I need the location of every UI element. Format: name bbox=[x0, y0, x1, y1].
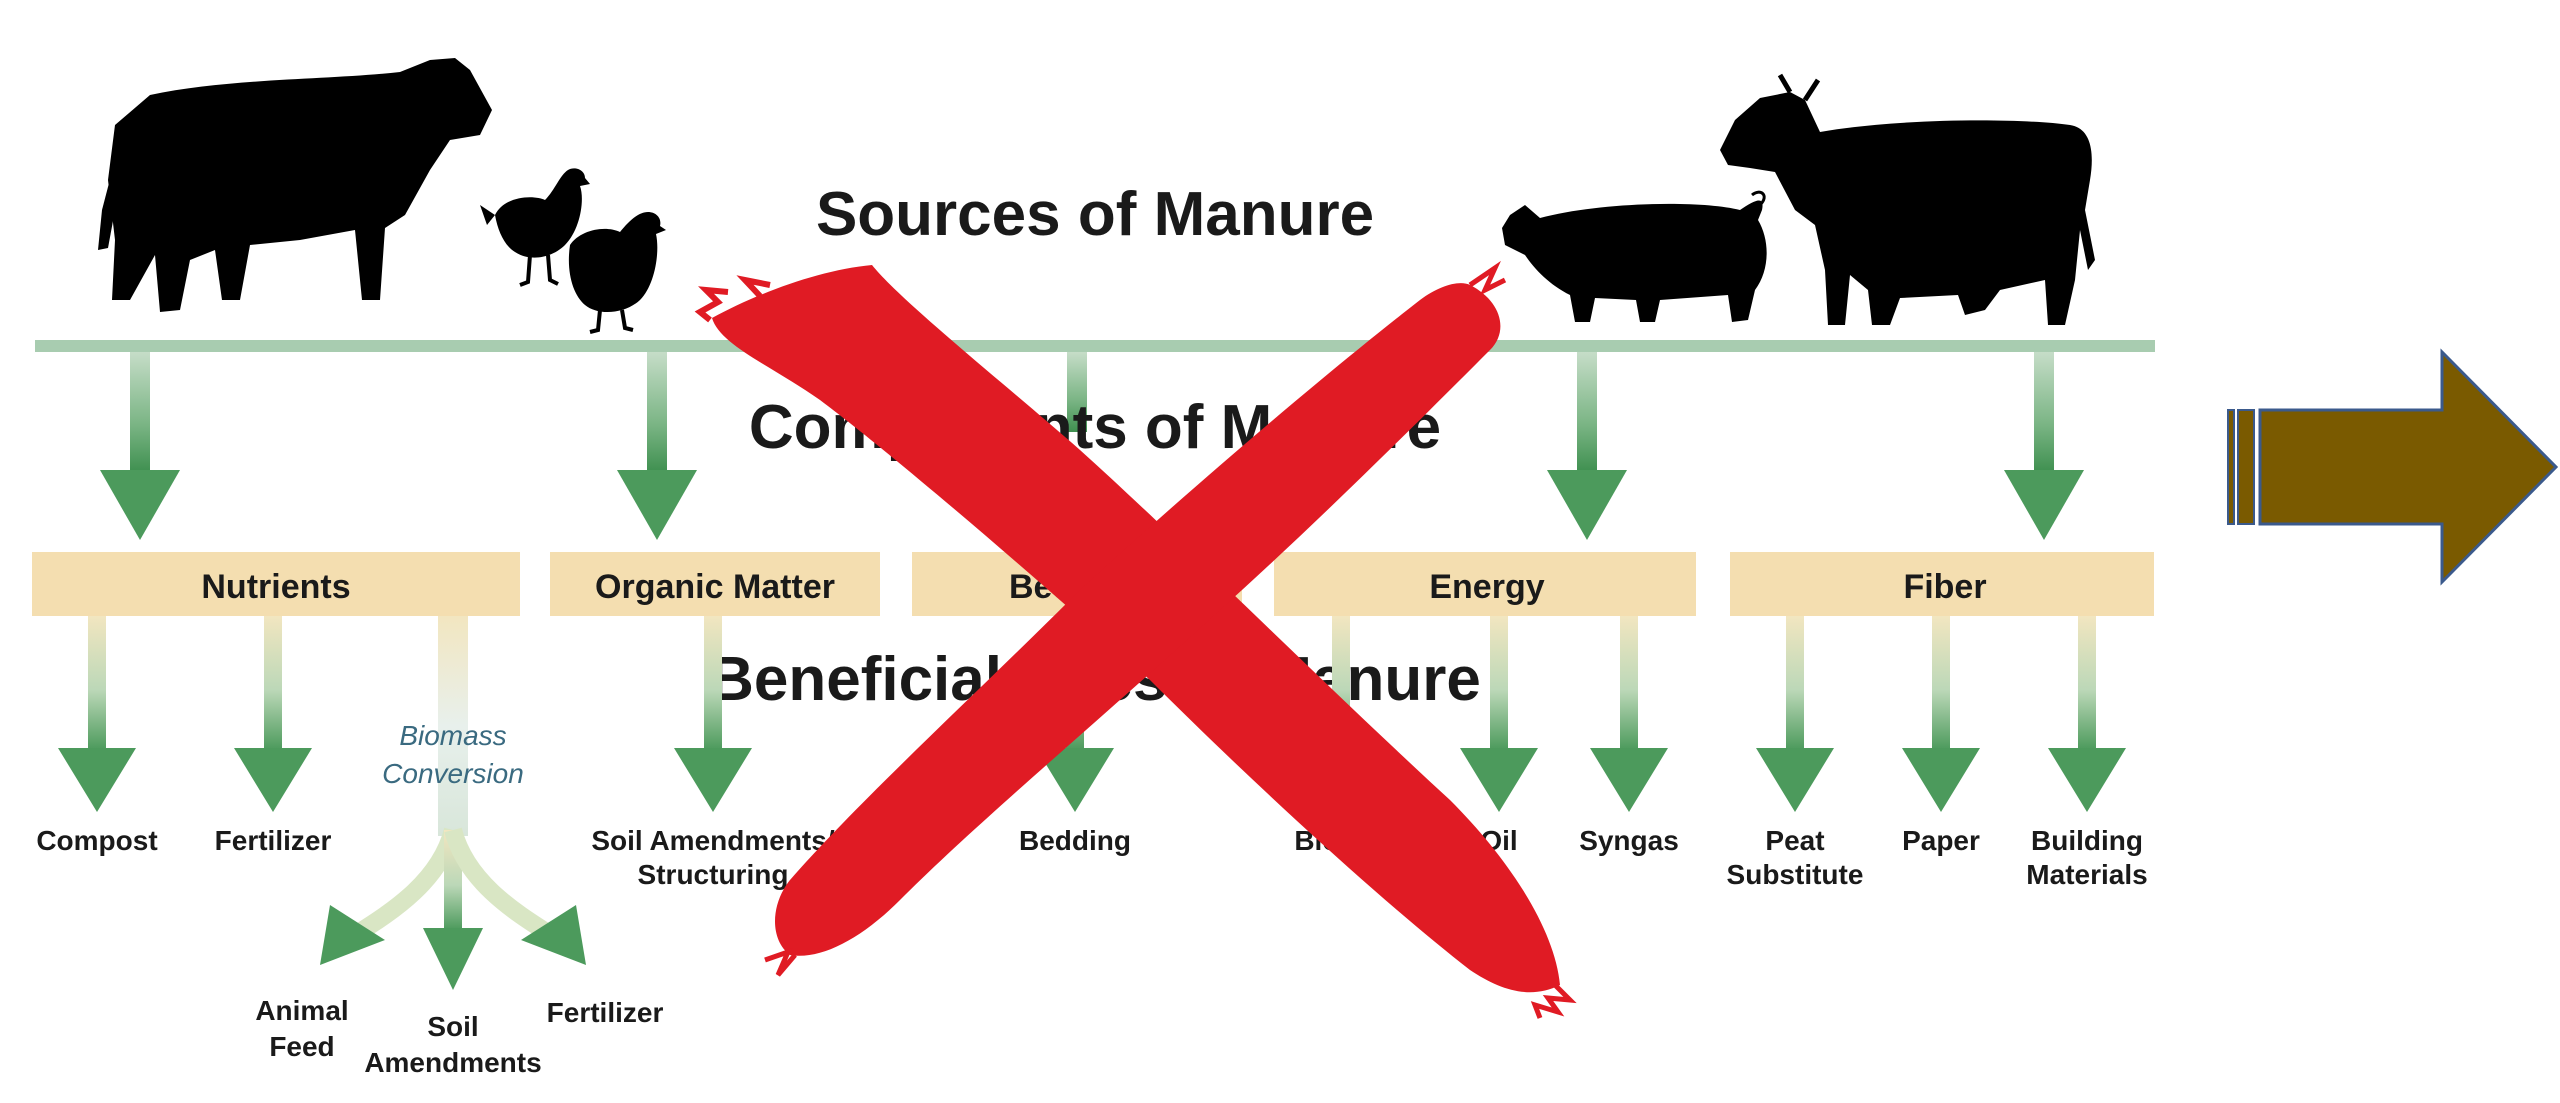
use-label-soil-amend-struct-2: Structuring bbox=[638, 859, 789, 890]
use-label-paper: Paper bbox=[1902, 825, 1980, 856]
source-arrow-bedding bbox=[1067, 352, 1087, 432]
use-label-compost: Compost bbox=[36, 825, 157, 856]
use-arrow-soil-amend-struct bbox=[674, 616, 752, 812]
svg-text:Biomass: Biomass bbox=[399, 720, 506, 751]
category-fiber: Fiber bbox=[1730, 552, 2154, 616]
source-arrows bbox=[100, 352, 2084, 540]
use-label-soil-amend-struct-1: Soil Amendments/ bbox=[591, 825, 834, 856]
chicken-1-silhouette bbox=[480, 168, 590, 287]
use-label-syngas: Syngas bbox=[1579, 825, 1679, 856]
use-label-fertilizer-2: Fertilizer bbox=[547, 997, 664, 1028]
use-label-peat-2: Substitute bbox=[1727, 859, 1864, 890]
use-arrow-paper bbox=[1902, 616, 1980, 812]
svg-text:Conversion: Conversion bbox=[382, 758, 524, 789]
category-label-energy: Energy bbox=[1429, 568, 1544, 606]
source-arrow-energy bbox=[1547, 352, 1627, 540]
sources-title: Sources of Manure bbox=[816, 180, 1374, 249]
use-label-soil-1: Soil bbox=[427, 1011, 478, 1042]
use-arrow-syngas bbox=[1590, 616, 1668, 812]
use-arrow-biomass-stem bbox=[438, 616, 468, 836]
use-label-building-2: Materials bbox=[2026, 859, 2147, 890]
category-label-organic-matter: Organic Matter bbox=[595, 568, 835, 606]
biomass-branches bbox=[320, 827, 586, 990]
category-label-nutrients: Nutrients bbox=[201, 568, 350, 606]
biomass-conversion-label: Biomass Conversion bbox=[382, 720, 524, 789]
category-energy: Energy bbox=[1274, 552, 1696, 616]
category-bars: Nutrients Organic Matter Bedding Energy … bbox=[32, 552, 2154, 616]
category-organic-matter: Organic Matter bbox=[550, 552, 880, 616]
source-arrow-organic-matter bbox=[617, 352, 697, 540]
red-x-overlay bbox=[694, 260, 1577, 1019]
use-arrow-compost bbox=[58, 616, 136, 812]
use-label-peat-1: Peat bbox=[1765, 825, 1824, 856]
use-label-fertilizer: Fertilizer bbox=[215, 825, 332, 856]
category-label-fiber: Fiber bbox=[1903, 568, 1986, 606]
use-arrow-fertilizer bbox=[234, 616, 312, 812]
use-label-animal-feed-2: Feed bbox=[269, 1031, 334, 1062]
use-label-soil-2: Amendments bbox=[364, 1047, 541, 1078]
next-arrow-icon bbox=[2227, 348, 2559, 586]
use-labels: Compost Fertilizer Soil Amendments/ Stru… bbox=[36, 825, 2147, 1078]
dairy-cow-silhouette bbox=[1720, 73, 2095, 325]
beef-cow-silhouette bbox=[98, 58, 492, 312]
chicken-2-silhouette bbox=[568, 212, 666, 334]
use-arrow-oil bbox=[1460, 616, 1538, 812]
source-arrow-fiber bbox=[2004, 352, 2084, 540]
source-line bbox=[35, 340, 2155, 352]
use-arrow-building bbox=[2048, 616, 2126, 812]
use-label-animal-feed-1: Animal bbox=[255, 995, 348, 1026]
use-label-bedding: Bedding bbox=[1019, 825, 1131, 856]
source-arrow-nutrients bbox=[100, 352, 180, 540]
pig-silhouette bbox=[1502, 190, 1767, 322]
use-arrow-peat bbox=[1756, 616, 1834, 812]
category-nutrients: Nutrients bbox=[32, 552, 520, 616]
use-label-building-1: Building bbox=[2031, 825, 2143, 856]
